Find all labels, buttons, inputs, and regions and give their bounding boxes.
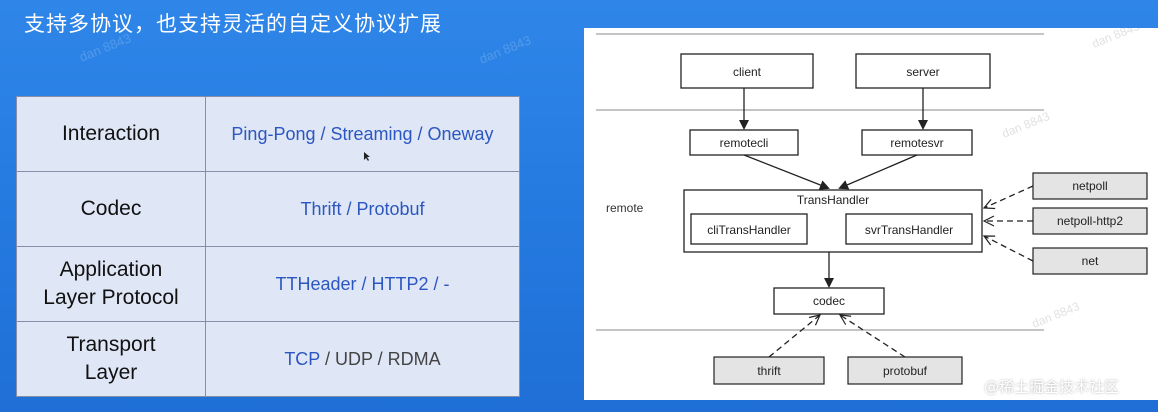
watermark: dan 8843 [1090, 28, 1142, 51]
node-net: net [1032, 247, 1148, 275]
dashed-arrow-thrift-codec [768, 315, 820, 358]
mouse-cursor-icon [364, 152, 370, 161]
table-row: Interaction Ping-Pong / Streaming / Onew… [16, 96, 520, 172]
protocol-feature-table: Interaction Ping-Pong / Streaming / Onew… [16, 96, 520, 397]
row-key: Transport Layer [16, 321, 206, 397]
svg-text:TransHandler: TransHandler [797, 193, 869, 207]
table-row: Transport Layer TCP / UDP / RDMA [16, 321, 520, 397]
node-protobuf: protobuf [847, 356, 963, 385]
row-key: Codec [16, 171, 206, 247]
node-client: client [680, 53, 814, 89]
node-clitranshandler: cliTransHandler [690, 213, 808, 245]
svg-text:remotesvr: remotesvr [890, 136, 943, 150]
table-row: Application Layer Protocol TTHeader / HT… [16, 246, 520, 322]
node-remotecli: remotecli [689, 129, 799, 156]
node-netpoll-http2: netpoll-http2 [1032, 207, 1148, 235]
arrow-remotesvr-transhandler [838, 154, 918, 190]
dashed-arrow-net-transhandler [984, 236, 1034, 262]
watermark: dan 8843 [1030, 299, 1082, 331]
row-key: Application Layer Protocol [16, 246, 206, 322]
watermark: dan 8843 [1000, 109, 1052, 141]
node-netpoll: netpoll [1032, 172, 1148, 200]
svg-text:client: client [733, 65, 762, 79]
table-row: Codec Thrift / Protobuf [16, 171, 520, 247]
slide-title: 支持多协议，也支持灵活的自定义协议扩展 [24, 12, 442, 36]
node-codec: codec [773, 287, 885, 315]
svg-text:netpoll-http2: netpoll-http2 [1057, 214, 1123, 228]
footer-watermark: @稀土掘金技术社区 [984, 378, 1120, 396]
node-server: server [855, 53, 991, 89]
node-thrift: thrift [713, 356, 825, 385]
row-key-line: Transport [66, 333, 156, 356]
svg-text:codec: codec [813, 294, 845, 308]
arrow-remotecli-transhandler [743, 154, 830, 190]
row-key-line: Layer Protocol [43, 286, 179, 309]
row-key-line: Layer [84, 361, 138, 384]
row-key: Interaction [16, 96, 206, 172]
svg-text:server: server [906, 65, 939, 79]
svg-text:svrTransHandler: svrTransHandler [865, 223, 953, 237]
watermark: dan 8843 [477, 32, 534, 67]
svg-text:protobuf: protobuf [883, 364, 928, 378]
node-svrtranshandler: svrTransHandler [845, 213, 973, 245]
row-value: TTHeader / HTTP2 / - [205, 246, 520, 322]
dashed-arrow-protobuf-codec [840, 315, 906, 358]
node-remotesvr: remotesvr [861, 129, 973, 156]
row-value: Ping-Pong / Streaming / Oneway [205, 96, 520, 172]
layer-label-remote: remote [606, 201, 644, 215]
row-key-line: Application [59, 258, 163, 281]
svg-text:netpoll: netpoll [1072, 179, 1107, 193]
svg-text:cliTransHandler: cliTransHandler [707, 223, 791, 237]
architecture-diagram: remote client server remotecli remotesvr… [584, 28, 1158, 400]
svg-text:thrift: thrift [757, 364, 781, 378]
row-value: TCP / UDP / RDMA [205, 321, 520, 397]
svg-text:remotecli: remotecli [720, 136, 769, 150]
row-value: Thrift / Protobuf [205, 171, 520, 247]
value-highlight: TCP [284, 348, 320, 369]
diagram-canvas: remote client server remotecli remotesvr… [596, 28, 1148, 385]
svg-text:net: net [1082, 254, 1099, 268]
value-rest: / UDP / RDMA [320, 348, 441, 369]
dashed-arrow-netpoll-transhandler [984, 185, 1034, 208]
